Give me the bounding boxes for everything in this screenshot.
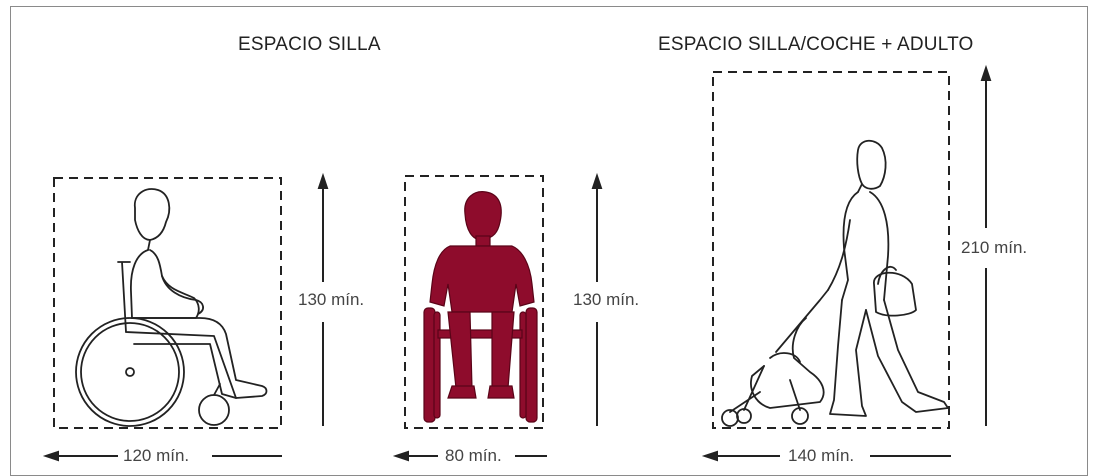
label-80-min: 80 mín.	[442, 446, 505, 466]
label-210-min: 210 mín.	[958, 238, 1031, 258]
space-box-stroller-adult	[712, 71, 950, 429]
adult-with-stroller-figure	[721, 139, 949, 427]
dimension-line-vertical-3	[980, 64, 992, 426]
dimension-line-vertical-2	[591, 172, 603, 426]
dimension-line-vertical-1	[317, 172, 329, 426]
title-espacio-silla-coche-adulto: ESPACIO SILLA/COCHE + ADULTO	[658, 34, 974, 55]
label-140-min: 140 mín.	[785, 446, 858, 466]
space-box-side-wheelchair	[53, 177, 282, 429]
dimension-line-horizontal-2	[392, 450, 547, 462]
label-130-min-1: 130 mín.	[295, 290, 368, 310]
dimension-line-horizontal-1	[42, 450, 282, 462]
wheelchair-user-side-figure	[75, 188, 268, 427]
dimension-line-horizontal-3	[701, 450, 951, 462]
diagram-graphics	[42, 64, 992, 462]
wheelchair-user-front-figure	[423, 191, 538, 423]
title-espacio-silla: ESPACIO SILLA	[238, 34, 381, 55]
label-120-min: 120 mín.	[120, 446, 193, 466]
space-box-front-wheelchair	[404, 175, 544, 429]
label-130-min-2: 130 mín.	[570, 290, 643, 310]
